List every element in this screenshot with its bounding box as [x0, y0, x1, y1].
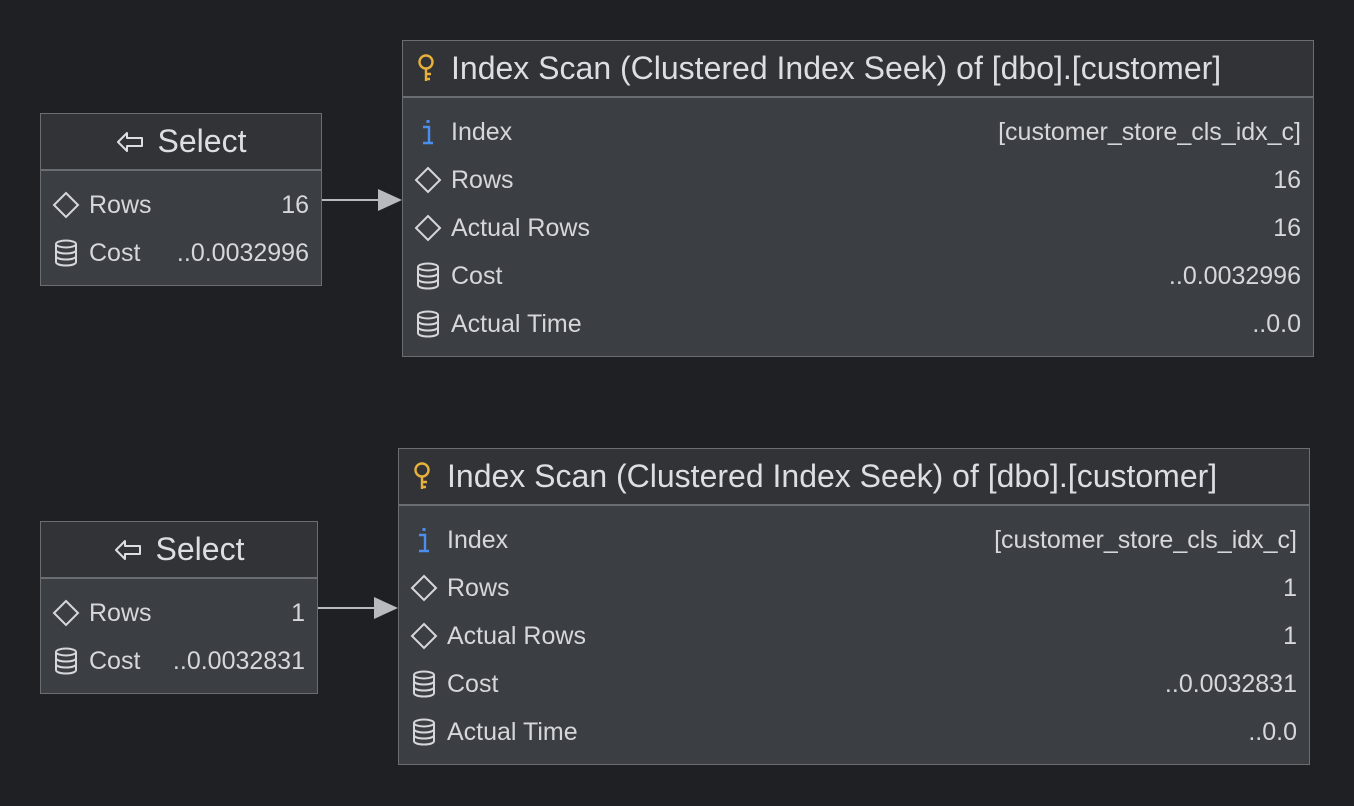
- cost-value: ..0.0032996: [176, 238, 309, 267]
- actual-rows-value: 16: [1273, 213, 1301, 242]
- database-icon: [51, 238, 81, 268]
- arrow-left-icon: [114, 539, 142, 561]
- cost-label: Cost: [451, 261, 503, 290]
- cost-property: Cost ..0.0032996: [403, 252, 1313, 300]
- index-scan-node[interactable]: Index Scan (Clustered Index Seek) of [db…: [398, 448, 1310, 765]
- cost-label: Cost: [447, 669, 499, 698]
- rows-value: 1: [291, 598, 305, 627]
- cost-value: ..0.0032831: [1164, 669, 1297, 698]
- select-node-header: Select: [41, 114, 321, 171]
- actual-time-value: ..0.0: [1248, 717, 1297, 746]
- edge-arrow: [322, 189, 402, 211]
- diamond-icon: [409, 573, 439, 603]
- actual-time-property: Actual Time ..0.0: [399, 708, 1309, 756]
- index-scan-title: Index Scan (Clustered Index Seek) of [db…: [447, 458, 1218, 494]
- database-icon: [409, 717, 439, 747]
- rows-label: Rows: [447, 573, 510, 602]
- select-title: Select: [157, 123, 247, 159]
- index-scan-header: Index Scan (Clustered Index Seek) of [db…: [399, 449, 1309, 506]
- cost-label: Cost: [89, 238, 141, 267]
- diamond-icon: [51, 190, 81, 220]
- database-icon: [51, 646, 81, 676]
- select-node-header: Select: [41, 522, 317, 579]
- actual-rows-property: Actual Rows 16: [403, 204, 1313, 252]
- diamond-icon: [51, 598, 81, 628]
- actual-rows-label: Actual Rows: [451, 213, 590, 242]
- index-property: Index [customer_store_cls_idx_c]: [403, 108, 1313, 156]
- actual-rows-property: Actual Rows 1: [399, 612, 1309, 660]
- actual-time-value: ..0.0: [1252, 309, 1301, 338]
- cost-label: Cost: [89, 646, 141, 675]
- rows-label: Rows: [89, 190, 152, 219]
- actual-rows-label: Actual Rows: [447, 621, 586, 650]
- rows-property: Rows 16: [403, 156, 1313, 204]
- rows-value: 1: [1283, 573, 1297, 602]
- actual-time-label: Actual Time: [447, 717, 578, 746]
- select-title: Select: [155, 531, 245, 567]
- index-value: [customer_store_cls_idx_c]: [994, 525, 1297, 554]
- index-label: Index: [451, 117, 513, 146]
- index-scan-header: Index Scan (Clustered Index Seek) of [db…: [403, 41, 1313, 98]
- actual-time-label: Actual Time: [451, 309, 582, 338]
- rows-property: Rows 1: [399, 564, 1309, 612]
- rows-label: Rows: [451, 165, 514, 194]
- index-label: Index: [447, 525, 509, 554]
- diamond-icon: [409, 621, 439, 651]
- index-scan-title: Index Scan (Clustered Index Seek) of [db…: [451, 50, 1222, 86]
- diamond-icon: [413, 165, 443, 195]
- key-icon: [415, 53, 437, 84]
- edge-arrow: [318, 597, 398, 619]
- cost-property: Cost ..0.0032996: [41, 229, 321, 277]
- database-icon: [409, 669, 439, 699]
- actual-time-property: Actual Time ..0.0: [403, 300, 1313, 348]
- key-icon: [411, 461, 433, 492]
- database-icon: [413, 261, 443, 291]
- cost-value: ..0.0032996: [1168, 261, 1301, 290]
- rows-value: 16: [1273, 165, 1301, 194]
- select-node[interactable]: Select Rows 1 Cost ..0.0032831: [40, 521, 318, 694]
- database-icon: [413, 309, 443, 339]
- info-icon: [413, 117, 443, 147]
- cost-property: Cost ..0.0032831: [399, 660, 1309, 708]
- arrow-left-icon: [116, 131, 144, 153]
- rows-property: Rows 1: [41, 589, 317, 637]
- rows-label: Rows: [89, 598, 152, 627]
- rows-property: Rows 16: [41, 181, 321, 229]
- info-icon: [409, 525, 439, 555]
- index-scan-node[interactable]: Index Scan (Clustered Index Seek) of [db…: [402, 40, 1314, 357]
- cost-property: Cost ..0.0032831: [41, 637, 317, 685]
- index-value: [customer_store_cls_idx_c]: [998, 117, 1301, 146]
- cost-value: ..0.0032831: [172, 646, 305, 675]
- diamond-icon: [413, 213, 443, 243]
- rows-value: 16: [281, 190, 309, 219]
- select-node[interactable]: Select Rows 16 Cost ..0.0032996: [40, 113, 322, 286]
- index-property: Index [customer_store_cls_idx_c]: [399, 516, 1309, 564]
- actual-rows-value: 1: [1283, 621, 1297, 650]
